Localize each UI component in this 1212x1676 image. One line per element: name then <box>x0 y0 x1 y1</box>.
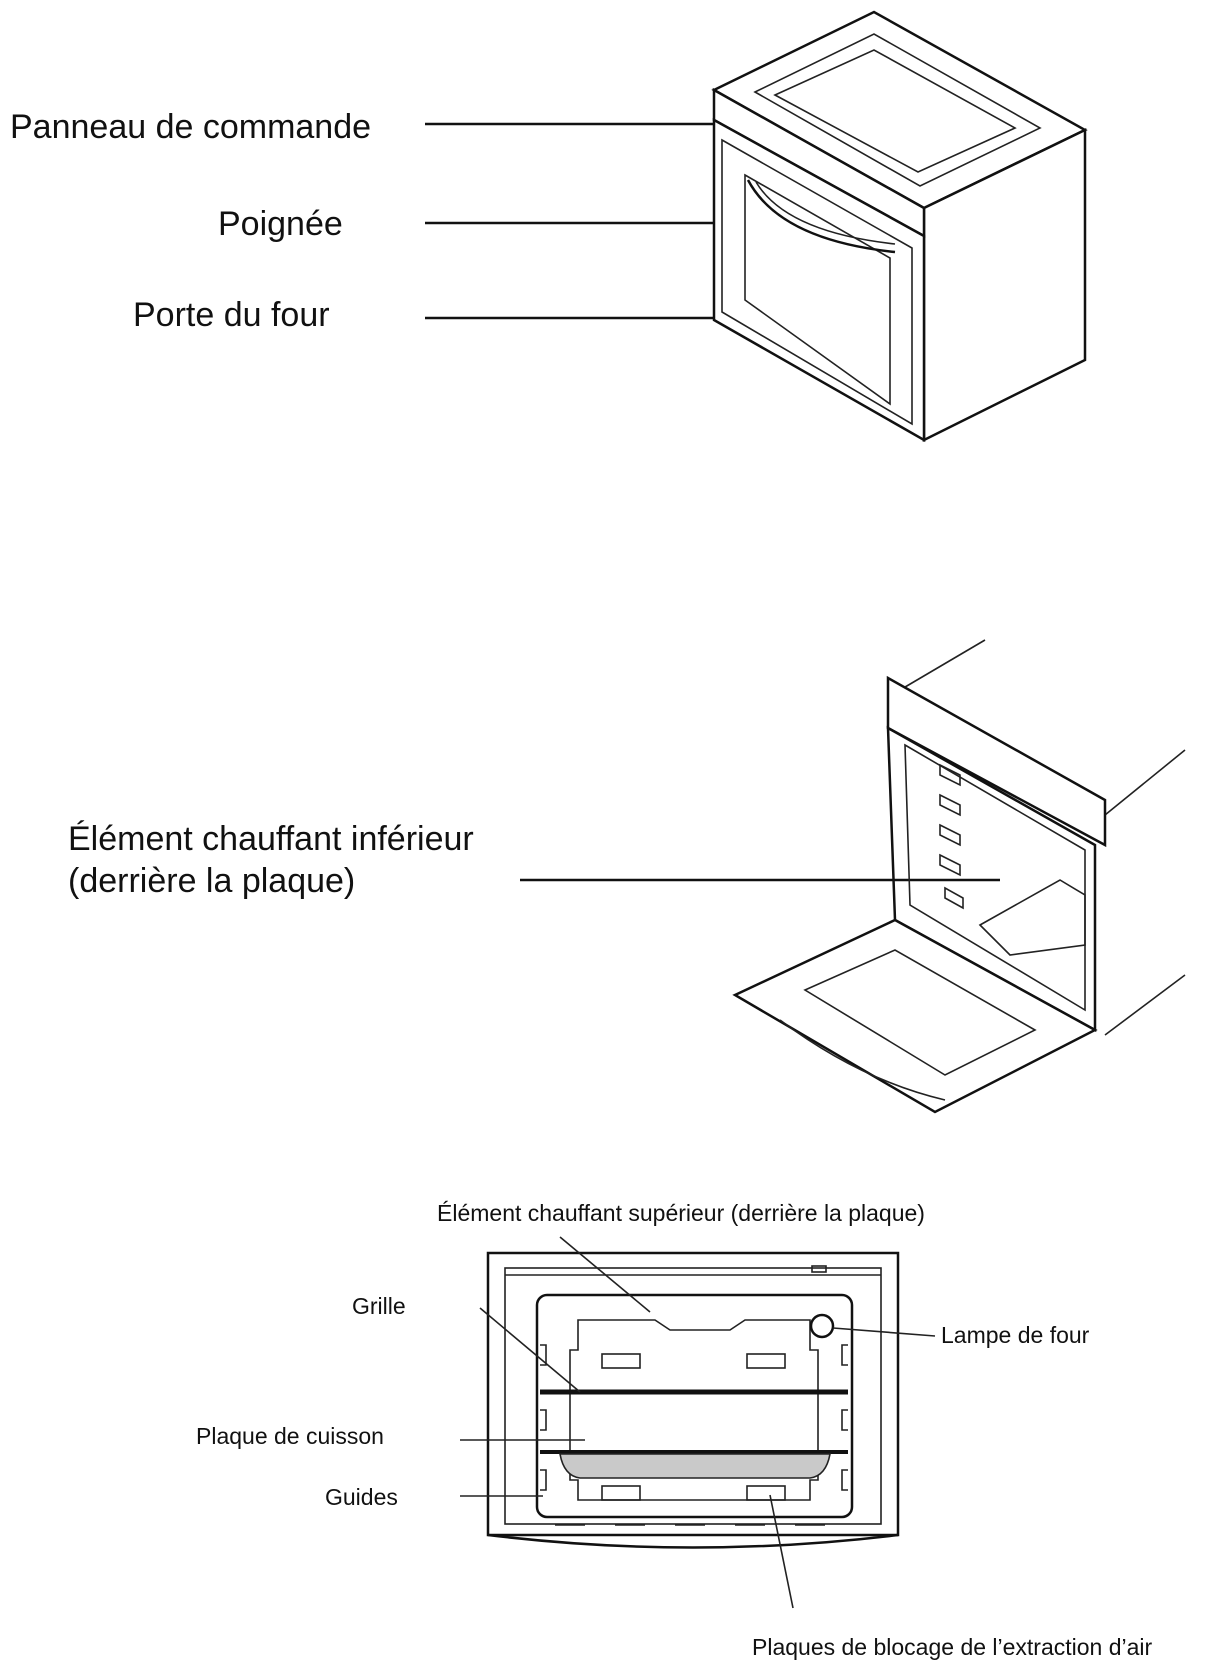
front-view-cavity <box>535 1293 854 1519</box>
open-oven-tray <box>978 879 1086 956</box>
leader-line-air-extraction-plates <box>769 1494 794 1609</box>
air-plate-top-right <box>746 1353 786 1369</box>
open-oven-control-panel <box>886 675 1107 848</box>
oven-door-handle <box>746 179 896 254</box>
leader-line-upper-heating-element <box>559 1236 651 1313</box>
oven-door-window <box>744 173 891 406</box>
label-guides: Guides <box>325 1484 398 1510</box>
label-handle: Poignée <box>218 205 343 243</box>
front-view-side-guides <box>540 1344 848 1491</box>
label-upper-heating-element: Élément chauffant supérieur (derrière la… <box>437 1200 925 1226</box>
open-oven-door-handle <box>779 1019 946 1101</box>
label-air-extraction-plates: Plaques de blocage de l’extraction d’air <box>752 1634 1153 1660</box>
label-lower-heating-element-line1: Élément chauffant inférieur <box>68 820 474 858</box>
air-plate-top-left <box>601 1353 641 1369</box>
label-baking-tray: Plaque de cuisson <box>196 1423 384 1449</box>
leader-line-rack <box>479 1307 581 1393</box>
front-view-back-plate <box>569 1319 819 1501</box>
label-lower-heating-element-line2: (derrière la plaque) <box>68 862 356 900</box>
label-control-panel: Panneau de commande <box>10 108 372 146</box>
side-rack-guides <box>939 763 964 910</box>
oven-door-frame <box>721 138 913 426</box>
label-rack: Grille <box>352 1293 406 1319</box>
oven-top-inner-frame <box>753 33 1042 187</box>
leader-line-oven-lamp <box>832 1327 936 1337</box>
open-oven-door-glass <box>803 949 1037 1076</box>
label-oven-door: Porte du four <box>133 296 330 334</box>
air-plate-bottom-right <box>746 1485 786 1501</box>
front-view-oven-lamp <box>809 1313 835 1339</box>
front-view-outer-frame <box>486 1251 900 1537</box>
air-plate-bottom-left <box>601 1485 641 1501</box>
front-view-baking-tray <box>559 1453 831 1479</box>
oven-front-door <box>712 117 926 443</box>
oven-top-plate <box>773 49 1017 173</box>
label-oven-lamp: Lampe de four <box>941 1322 1090 1348</box>
